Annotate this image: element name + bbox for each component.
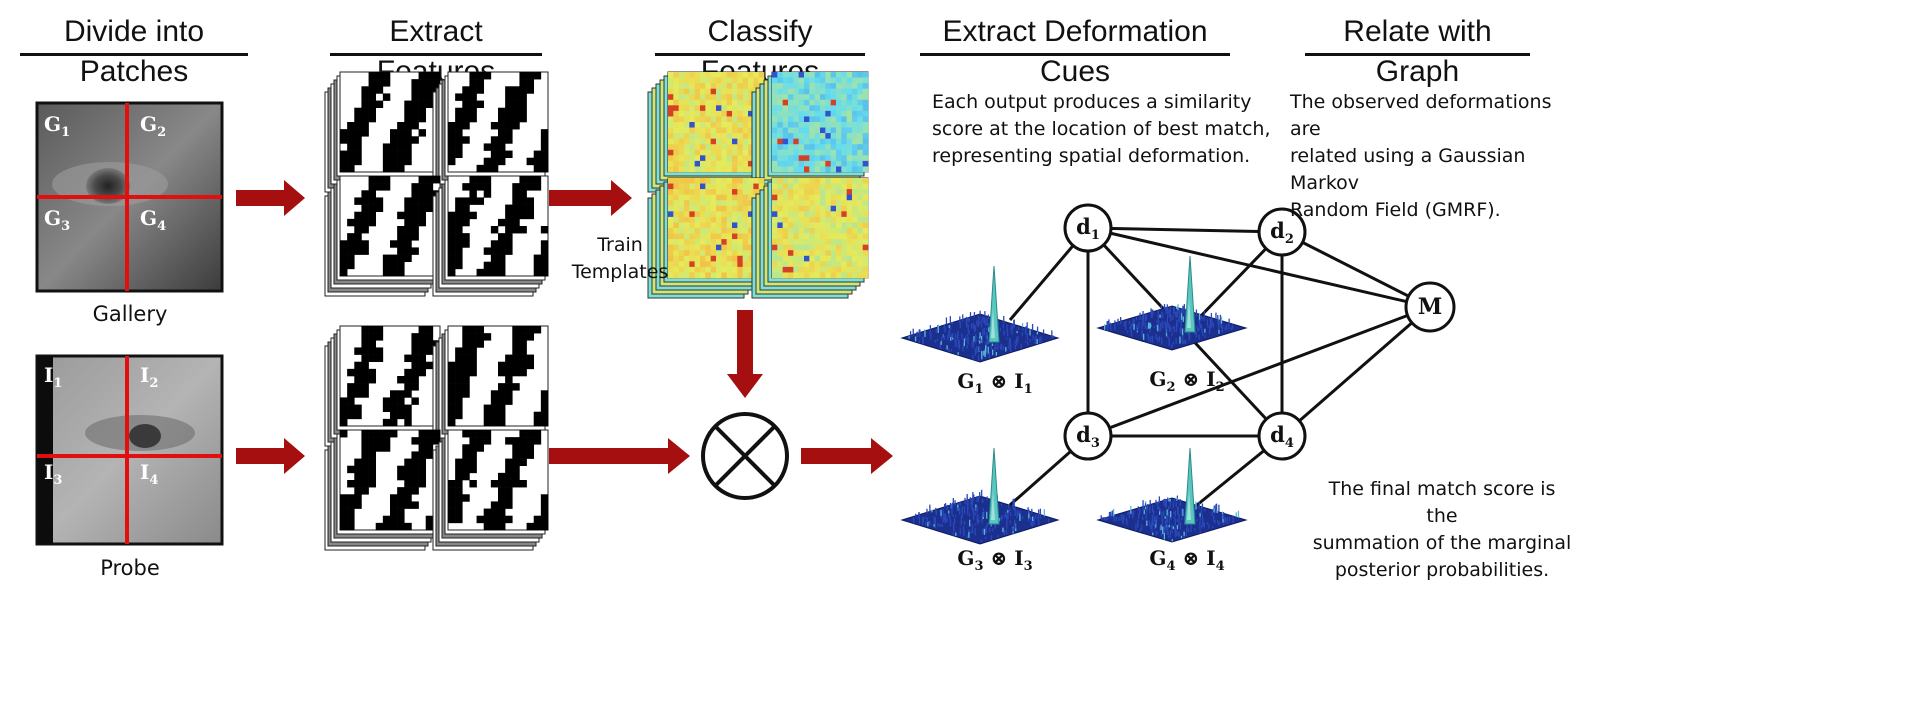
arrow-convolution-to-cues (801, 438, 893, 474)
graph-nodes (1063, 203, 1456, 461)
gallery-label: Gallery (92, 302, 168, 326)
similarity-caption: Each output produces a similarity score … (932, 91, 1271, 167)
arrows (236, 180, 893, 474)
probe-patch-label-2: I2 (140, 363, 159, 391)
gallery-patch-label-4: G4 (140, 206, 167, 234)
gallery-patch-label-2: G2 (140, 112, 167, 140)
stage-title-deformation-cues: Extract Deformation Cues (920, 12, 1230, 88)
template-heatmap-stack (647, 71, 869, 299)
arrow-classify-down (727, 310, 763, 398)
surface-label-2: G2 ⊗ I2 (1149, 367, 1225, 395)
final-score-caption: The final match score is the summation o… (1312, 478, 1572, 581)
graph-node-label-d3: d3 (1076, 422, 1100, 452)
gallery-feature-stack (324, 71, 549, 297)
graph-node-d4 (1257, 411, 1307, 461)
train-templates-label: Train Templates (571, 234, 669, 283)
similarity-surfaces (900, 255, 1248, 545)
gmrf-caption: The observed deformations are related us… (1290, 91, 1552, 221)
arrow-probe-to-features (236, 438, 305, 474)
gallery-patch-label-3: G3 (44, 206, 71, 234)
gallery-patch-label-1: G1 (44, 112, 71, 140)
probe-label: Probe (100, 556, 160, 580)
probe-patch-label-1: I1 (44, 363, 63, 391)
graph-node-d3 (1063, 411, 1113, 461)
probe-patch-label-4: I4 (140, 460, 159, 488)
arrow-features-to-classify (549, 180, 632, 216)
graph-node-label-d2: d2 (1270, 218, 1294, 248)
probe-feature-stack (324, 325, 549, 551)
stage-title-divide: Divide into Patches (20, 12, 248, 88)
surface-label-3: G3 ⊗ I3 (957, 546, 1033, 574)
gallery-image (35, 101, 224, 293)
graph-node-d1 (1063, 203, 1113, 253)
graph-edges (1008, 226, 1431, 507)
stage-title-relate-graph: Relate with Graph (1305, 12, 1530, 88)
graph-node-label-d1: d1 (1076, 214, 1100, 244)
probe-image (35, 354, 224, 546)
surface-label-4: G4 ⊗ I4 (1149, 546, 1225, 574)
arrow-gallery-to-features (236, 180, 305, 216)
probe-patch-label-3: I3 (44, 460, 63, 488)
graph-node-label-m: M (1417, 294, 1443, 320)
graph-node-label-d4: d4 (1270, 422, 1294, 452)
arrow-features-to-convolution (549, 438, 690, 474)
graph-node-d2 (1257, 207, 1307, 257)
surface-label-1: G1 ⊗ I1 (957, 369, 1033, 397)
graph-node-m (1404, 281, 1456, 333)
convolution-operator-icon (701, 412, 789, 500)
